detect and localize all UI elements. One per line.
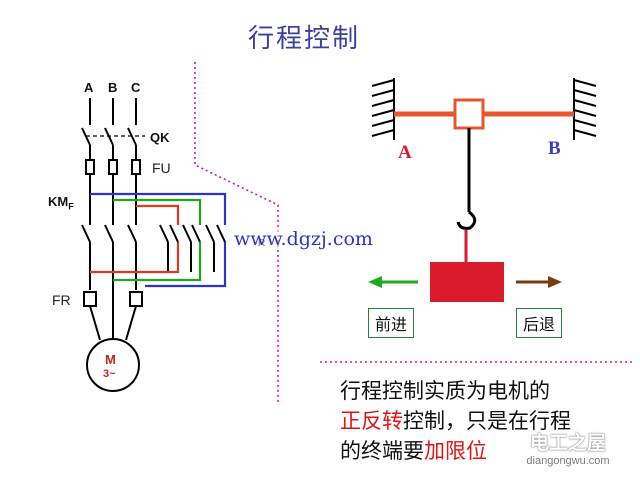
- arrow-right-icon: [516, 276, 562, 288]
- hook-icon: [456, 210, 477, 230]
- trolley-block: [453, 98, 485, 130]
- description-line-2: 正反转控制，只是在行程: [340, 409, 571, 433]
- wiring-red: [90, 204, 180, 274]
- fr-label: FR: [52, 292, 71, 308]
- site-logo: 电工之屋 diangongwu.com: [508, 428, 628, 476]
- watermark-text: www.dgzj.com: [232, 228, 375, 250]
- phase-label-b: B: [108, 80, 118, 95]
- point-a-label: A: [398, 142, 412, 163]
- power-circuit: [81, 98, 215, 392]
- wall-left: [371, 78, 395, 140]
- kmf-label: KMF: [48, 194, 74, 212]
- phase-label-c: C: [131, 80, 141, 95]
- arrow-left-icon: [368, 276, 418, 288]
- wall-right: [573, 78, 597, 140]
- page-title: 行程控制: [248, 24, 361, 54]
- motor-phase-label: 3~: [103, 368, 116, 380]
- qk-label: QK: [150, 130, 170, 145]
- wiring-green: [113, 198, 202, 282]
- motor-label: M: [105, 352, 116, 367]
- logo-url: diangongwu.com: [526, 455, 610, 467]
- phase-label-a: A: [84, 80, 94, 95]
- description-line-1: 行程控制实质为电机的: [340, 379, 550, 403]
- point-b-label: B: [548, 138, 561, 159]
- description-line-3: 的终端要加限位: [340, 439, 487, 463]
- logo-name: 电工之屋: [529, 432, 606, 454]
- forward-label: 前进: [368, 308, 415, 338]
- backward-label: 后退: [516, 308, 563, 338]
- reverse-contacts: [169, 224, 226, 243]
- wiring-blue: [90, 192, 227, 288]
- divider-line: [194, 62, 279, 405]
- load-block: [430, 262, 504, 302]
- fu-label: FU: [152, 160, 171, 176]
